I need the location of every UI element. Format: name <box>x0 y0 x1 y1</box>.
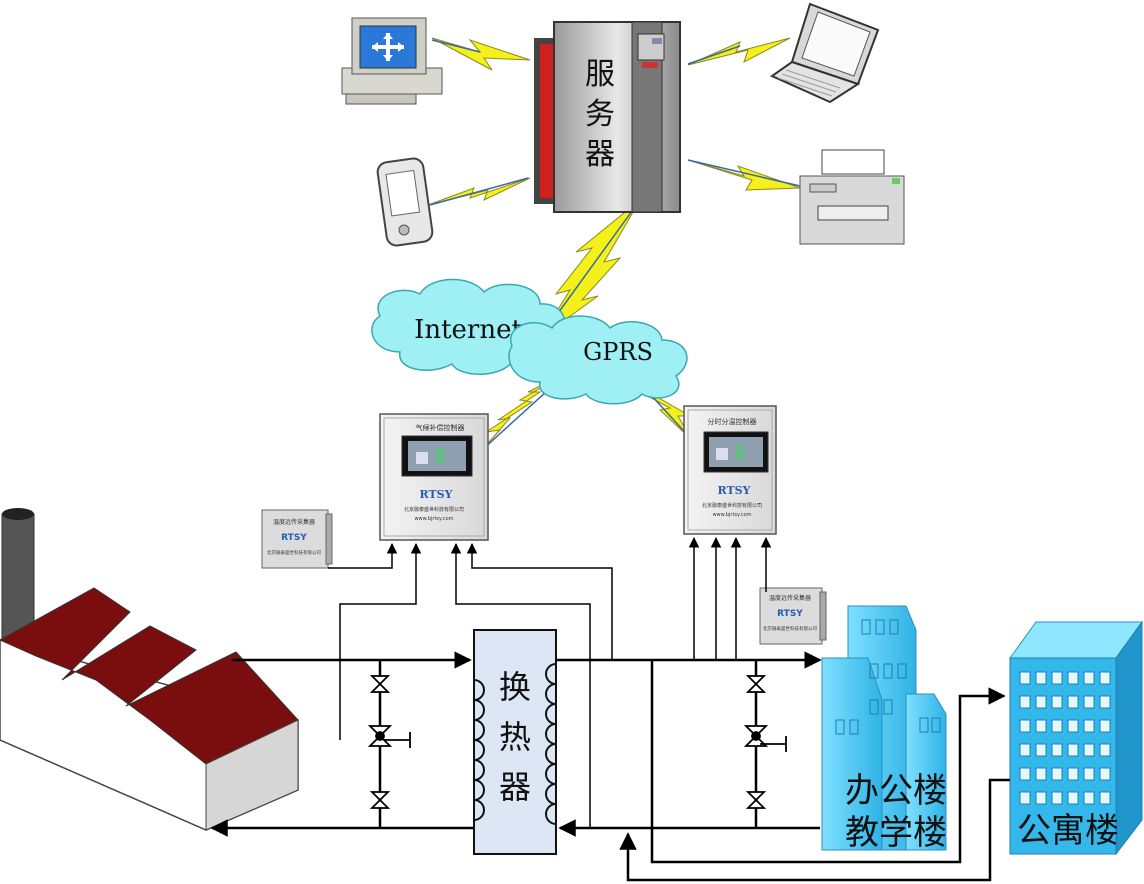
controller-title: 气候补偿控制器 <box>416 423 465 432</box>
teaching-building-label: 教学楼 <box>845 813 947 853</box>
controller-website: www.bjrtsy.com <box>414 516 453 522</box>
factory-icon <box>0 508 299 831</box>
controller-company: 北京融泰盛世科技有限公司 <box>702 502 762 509</box>
lightning-icon <box>431 37 531 71</box>
controller-brand: RTSY <box>718 484 751 497</box>
time-temp-controller: 分时分温控制器 RTSY 北京融泰盛世科技有限公司 www.bjrtsy.com <box>683 405 777 535</box>
apartment-building-label: 公寓楼 <box>1017 811 1119 851</box>
apartment-building-icon: 公寓楼 <box>1009 620 1143 856</box>
server-icon: 服 务 器 <box>534 21 681 213</box>
gprs-cloud: GPRS <box>508 315 688 405</box>
link-lines <box>429 39 801 451</box>
controller-company: 北京融泰盛世科技有限公司 <box>404 506 464 513</box>
internet-label: Internet <box>414 315 522 345</box>
sensor-brand: RTSY <box>281 533 307 543</box>
valve-icon <box>369 791 391 809</box>
printer-icon <box>799 149 905 245</box>
office-building-icon: 办公楼 教学楼 <box>821 605 947 853</box>
climate-controller: 气候补偿控制器 RTSY 北京融泰盛世科技有限公司 www.bjrtsy.com <box>379 413 489 541</box>
temperature-sensor-box: 温度远传采集器 RTSY 北京融泰盛世科技有限公司 <box>759 587 827 645</box>
temperature-sensor-box: 温度远传采集器 RTSY 北京融泰盛世科技有限公司 <box>261 509 333 569</box>
router-computer-icon <box>341 17 443 105</box>
heat-exchanger-label-1: 换 <box>499 668 531 706</box>
signal-lines <box>328 536 772 828</box>
valve-icon <box>369 675 391 693</box>
sensor-company: 北京融泰盛世科技有限公司 <box>763 625 817 632</box>
server-label-2: 务 <box>585 97 615 132</box>
heat-exchanger-label-2: 热 <box>499 718 531 756</box>
heat-exchanger: 换 热 器 <box>473 629 557 855</box>
lightning-icon <box>687 37 791 66</box>
valve-group-2 <box>743 675 787 809</box>
valve-group-1 <box>367 675 411 809</box>
gprs-label: GPRS <box>583 338 653 366</box>
controller-brand: RTSY <box>420 488 453 501</box>
controller-title: 分时分温控制器 <box>708 417 757 426</box>
valve-icon <box>745 791 767 809</box>
valve-icon <box>745 675 767 693</box>
sensor-brand: RTSY <box>777 609 803 619</box>
laptop-icon <box>769 2 880 104</box>
sensor-title: 温度远传采集器 <box>769 594 811 602</box>
pda-icon <box>376 157 434 247</box>
server-label-1: 服 <box>585 57 615 92</box>
heat-exchanger-label-3: 器 <box>499 768 531 806</box>
sensor-company: 北京融泰盛世科技有限公司 <box>267 549 321 556</box>
controller-website: www.bjrtsy.com <box>712 512 751 518</box>
office-building-label: 办公楼 <box>845 771 947 811</box>
sensor-title: 温度远传采集器 <box>273 518 315 526</box>
server-label-3: 器 <box>585 137 615 172</box>
